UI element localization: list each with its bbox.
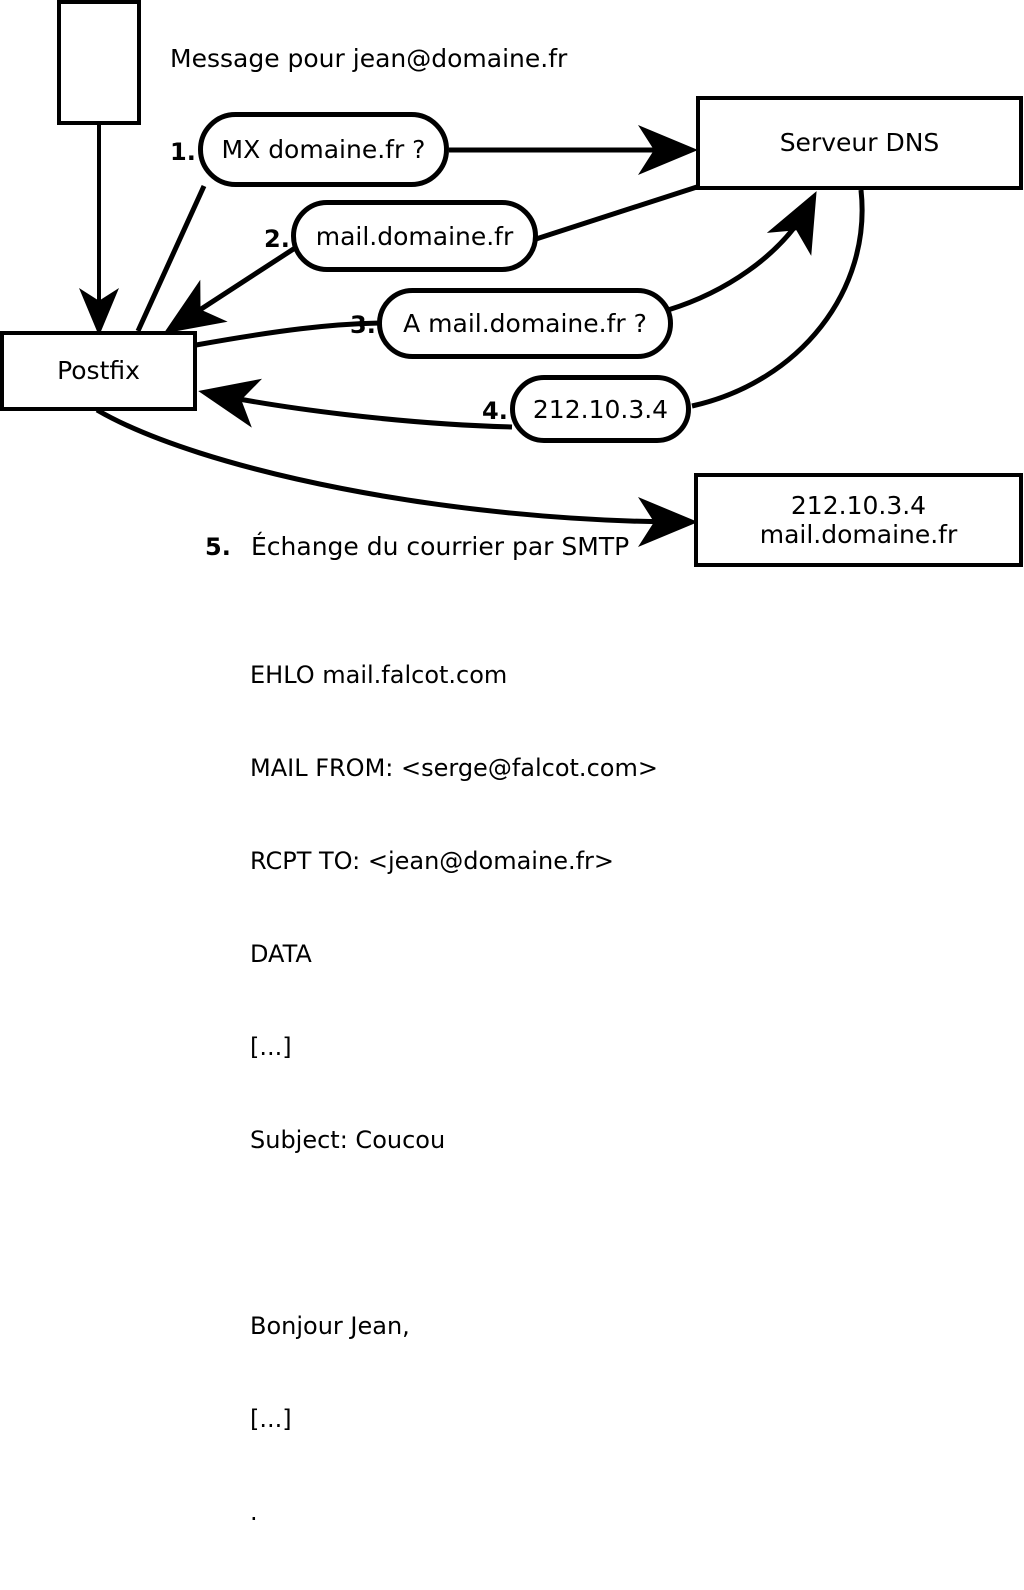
smtp-line: [...] [250, 1405, 292, 1433]
node-postfix-label: Postfix [57, 356, 140, 386]
mail-routing-diagram: Postfix Serveur DNS 212.10.3.4 mail.doma… [0, 0, 1023, 1526]
smtp-line-blank [250, 1218, 658, 1249]
node-postfix[interactable]: Postfix [0, 331, 197, 411]
node-dns-server[interactable]: Serveur DNS [696, 96, 1023, 190]
step-number-3: 3. [350, 311, 376, 339]
step-number-2: 2. [264, 225, 290, 253]
node-dns-label: Serveur DNS [779, 128, 940, 158]
step-5-label: Échange du courrier par SMTP [251, 532, 630, 561]
step-number-1: 1. [170, 138, 196, 166]
edge-dns-to-step2 [535, 183, 701, 242]
edge-step4-to-postfix [198, 378, 513, 430]
smtp-line: [...] [250, 1033, 292, 1061]
bubble-step-4[interactable]: 212.10.3.4 [510, 375, 691, 443]
edge-postfix-to-step3 [195, 320, 381, 348]
smtp-transcript: EHLO mail.falcot.com MAIL FROM: <serge@f… [250, 598, 658, 1590]
smtp-line: Subject: Coucou [250, 1126, 446, 1154]
bubble-step-1[interactable]: MX domaine.fr ? [198, 112, 449, 187]
step-number-5: 5. [205, 533, 231, 561]
edge-step2-to-postfix [163, 245, 297, 334]
edge-postfix-to-mailserver [95, 407, 698, 547]
bubble-step-2-label: mail.domaine.fr [315, 221, 514, 251]
bubble-step-2[interactable]: mail.domaine.fr [291, 200, 538, 272]
smtp-line: Bonjour Jean, [250, 1312, 410, 1340]
bubble-step-1-label: MX domaine.fr ? [221, 135, 426, 164]
bubble-step-3[interactable]: A mail.domaine.fr ? [377, 288, 673, 359]
bubble-step-4-label: 212.10.3.4 [532, 394, 669, 424]
node-mua[interactable] [57, 0, 141, 125]
node-mail-server-ip: 212.10.3.4 [790, 490, 927, 520]
smtp-line: MAIL FROM: <serge@falcot.com> [250, 754, 658, 782]
smtp-line: RCPT TO: <jean@domaine.fr> [250, 847, 615, 875]
edge-postfix-to-step1 [135, 184, 207, 333]
node-mail-server[interactable]: 212.10.3.4 mail.domaine.fr [694, 473, 1023, 567]
smtp-line: EHLO mail.falcot.com [250, 661, 508, 689]
bubble-step-3-label: A mail.domaine.fr ? [403, 309, 647, 338]
connectors-layer [79, 124, 865, 547]
edge-step3-to-dns [667, 191, 817, 313]
node-mail-server-host: mail.domaine.fr [759, 520, 958, 549]
page-title: Message pour jean@domaine.fr [170, 44, 568, 73]
smtp-line: DATA [250, 940, 312, 968]
edge-dns-to-step4 [691, 189, 865, 409]
step-number-4: 4. [482, 397, 508, 425]
smtp-line: . [250, 1498, 258, 1526]
